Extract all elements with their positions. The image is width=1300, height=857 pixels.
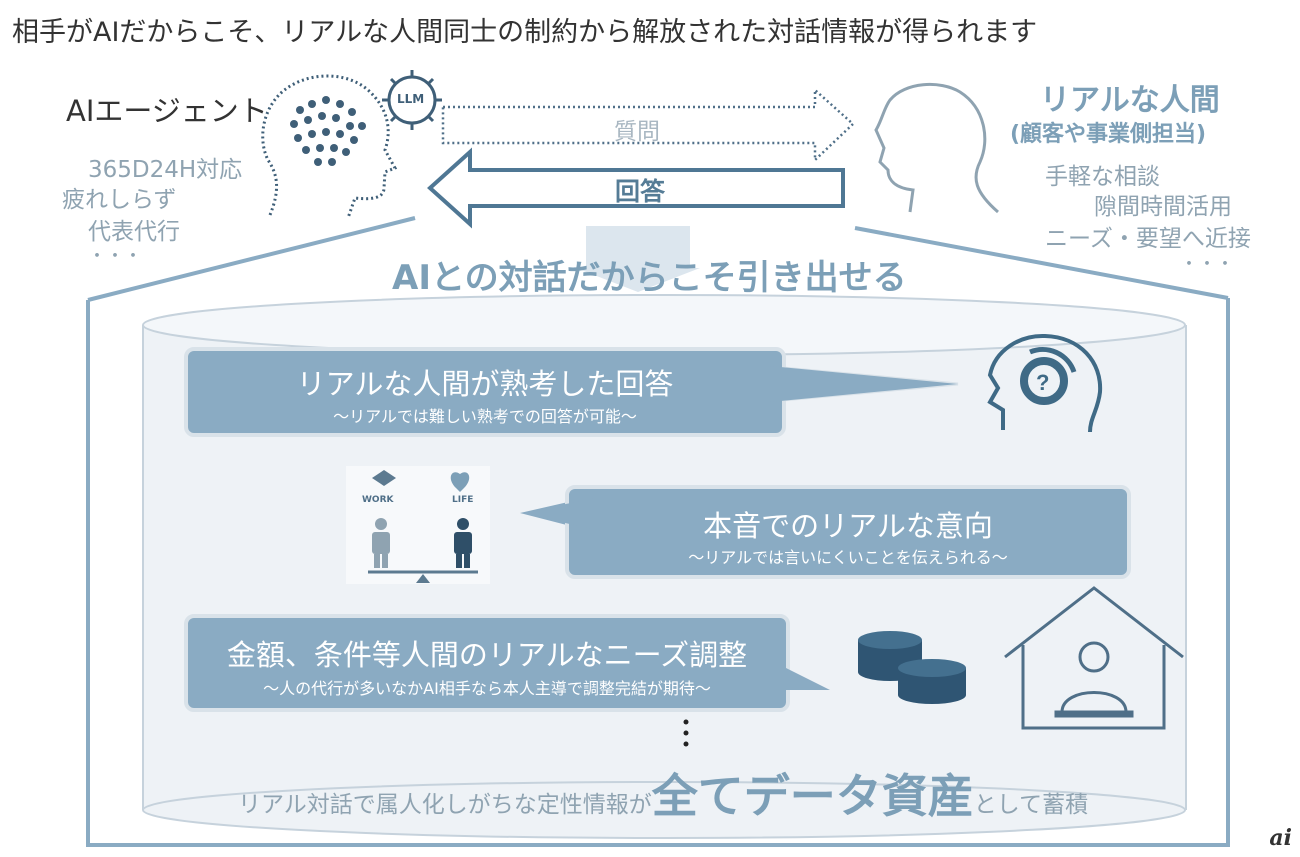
brain-icon <box>290 96 366 166</box>
gear-icon <box>382 70 442 130</box>
ai-feature: 代表代行 <box>88 219 180 245</box>
question-label: 質問 <box>614 119 660 145</box>
ai-head-icon <box>261 74 398 219</box>
headline: AIとの対話だからこそ引き出せる <box>392 258 907 298</box>
down-arrow <box>576 226 700 292</box>
bubble-2: 本音でのリアルな意向 ～リアルでは言いにくいことを伝えられる～ <box>567 487 1129 577</box>
house-outline <box>86 298 1230 847</box>
bubble-title: リアルな人間が熟考した回答 <box>296 367 674 401</box>
human-feature: 隙間時間活用 <box>1094 194 1232 220</box>
thinking-head-icon <box>987 333 1103 433</box>
ai-agent-label: AIエージェント <box>66 94 268 128</box>
bubble-subtitle: ～リアルでは難しい熟考での回答が可能～ <box>333 407 637 426</box>
bottom-emphasis: 全てデータ資産 <box>651 769 974 823</box>
bubble-subtitle: ～リアルでは言いにくいことを伝えられる～ <box>688 548 1008 567</box>
human-sub-label: (顧客や事業側担当) <box>1010 122 1207 147</box>
human-head-icon <box>874 82 999 214</box>
life-label: LIFE <box>452 495 474 505</box>
human-feature: ・・・ <box>1180 254 1234 275</box>
bottom-statement: リアル対話で属人化しがちな定性情報が全てデータ資産として蓄積 <box>238 760 1088 826</box>
bubble-2-shape <box>520 485 1131 579</box>
cylinder-bottom <box>142 781 1186 839</box>
work-life-image <box>346 466 490 584</box>
bubble-title: 金額、条件等人間のリアルなニーズ調整 <box>226 638 748 672</box>
bubble-1: リアルな人間が熟考した回答 ～リアルでは難しい熟考での回答が可能～ <box>186 349 784 435</box>
ai-feature: 疲れしらず <box>62 187 177 213</box>
question-arrow <box>441 87 855 163</box>
bubble-1-shape <box>184 347 959 437</box>
bottom-prefix: リアル対話で属人化しがちな定性情報が <box>238 792 652 818</box>
llm-label: LLM <box>397 92 425 106</box>
bubble-subtitle: ～人の代行が多いなかAI相手なら本人主導で調整完結が期待～ <box>263 679 711 698</box>
answer-label: 回答 <box>615 177 666 206</box>
bubble-3: 金額、条件等人間のリアルなニーズ調整 ～人の代行が多いなかAI相手なら本人主導で… <box>186 616 788 710</box>
home-office-icon <box>1004 586 1184 730</box>
vertical-ellipsis <box>683 719 689 747</box>
human-label: リアルな人間 <box>1040 83 1220 118</box>
coins-icon <box>858 631 966 704</box>
page-title: 相手がAIだからこそ、リアルな人間同士の制約から解放された対話情報が得られます <box>12 17 1038 48</box>
watermark-logo: ai <box>1269 825 1292 851</box>
question-mark-glyph: ? <box>1036 370 1049 395</box>
bubble-3-shape <box>184 614 830 712</box>
roof-right <box>854 226 1229 300</box>
bottom-suffix: として蓄積 <box>973 792 1089 818</box>
bubble-title: 本音でのリアルな意向 <box>703 509 993 543</box>
ai-feature: ・・・ <box>88 246 142 267</box>
human-feature: 手軽な相談 <box>1045 164 1160 190</box>
roof-left <box>87 216 416 302</box>
cylinder-top <box>142 294 1186 356</box>
human-feature: ニーズ・要望へ近接 <box>1045 226 1251 252</box>
ai-feature: 365D24H対応 <box>88 157 243 183</box>
answer-arrow <box>427 147 845 229</box>
work-label: WORK <box>362 495 394 505</box>
